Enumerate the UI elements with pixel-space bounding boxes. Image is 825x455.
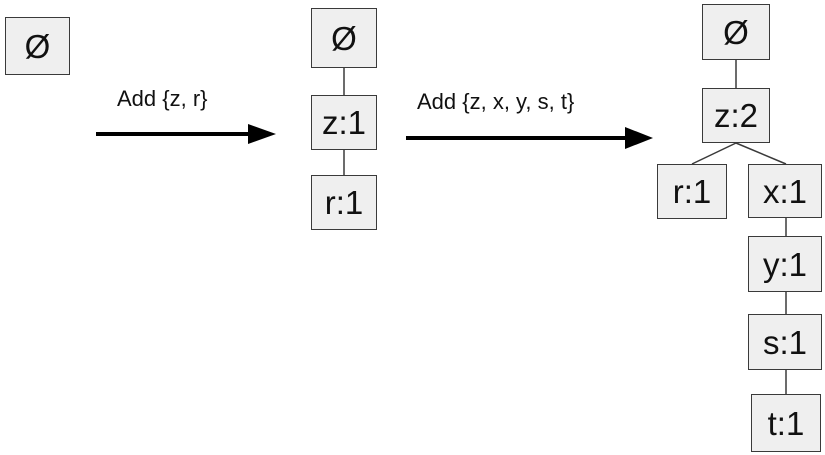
edge-s2-z-x [735,142,787,165]
s1-z-node: z:1 [311,95,377,150]
step1-label: Add {z, r} [117,86,208,111]
s0-root-node: Ø [5,17,70,75]
s1-root-node: Ø [311,8,377,68]
s2-y-node: y:1 [748,236,822,292]
s2-t-node: t:1 [751,394,821,452]
s1-r-node: r:1 [311,175,377,230]
arrow-step-2-head [625,127,653,149]
edge-s2-z-r [691,142,737,165]
s2-s-node: s:1 [748,314,822,370]
s2-x-node: x:1 [748,164,822,218]
step2-label: Add {z, x, y, s, t} [417,89,575,114]
s2-r-node: r:1 [657,164,727,219]
s2-root-node: Ø [702,4,770,60]
arrow-step-1-head [248,124,276,144]
s2-z-node: z:2 [702,88,770,143]
